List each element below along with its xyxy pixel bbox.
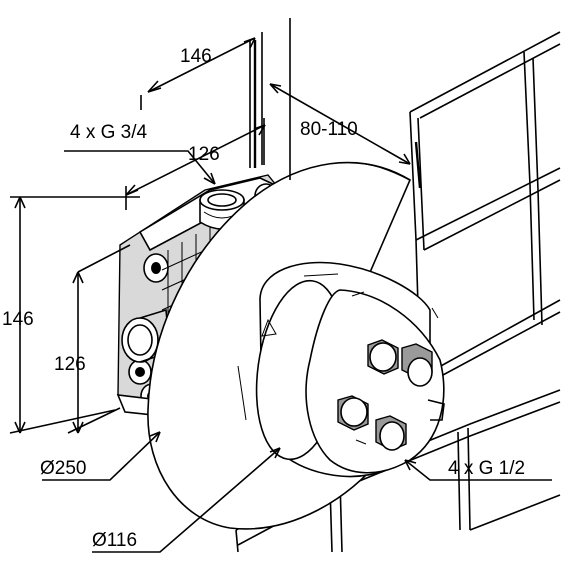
label-connections-front: 4 x G 1/2 (448, 458, 525, 479)
thermostat-body (237, 261, 445, 478)
label-inner-width: 126 (188, 144, 220, 165)
label-connections-top: 4 x G 3/4 (70, 122, 148, 143)
label-outer-height: 146 (2, 309, 34, 330)
front-connections (337, 339, 433, 451)
label-body-diameter: Ø116 (92, 530, 137, 551)
label-wall-depth: 80-110 (300, 119, 358, 140)
dimension-labels: 146 4 x G 3/4 126 80-110 146 126 Ø250 Ø1… (2, 46, 525, 551)
label-plate-diameter: Ø250 (40, 458, 86, 479)
label-inner-height: 126 (54, 354, 86, 375)
dimension-lines (9, 18, 552, 553)
label-top-width: 146 (180, 46, 212, 67)
